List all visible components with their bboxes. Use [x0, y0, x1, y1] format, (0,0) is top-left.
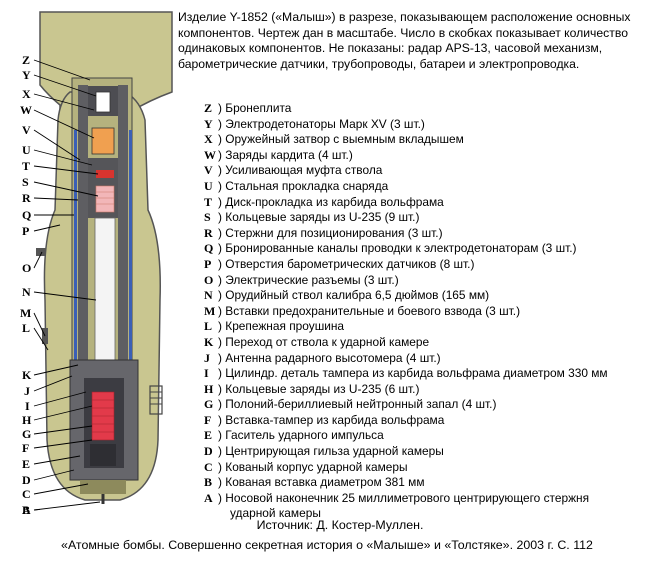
- side-label-e: E: [22, 457, 30, 471]
- side-label-x: X: [22, 87, 31, 101]
- left-steel-wall: [78, 85, 88, 405]
- legend-item-p: P) Отверстия барометрических датчиков (8…: [204, 256, 475, 271]
- legend-item-a-continuation: ударной камеры: [230, 506, 321, 521]
- legend-item-a: A) Носовой наконечник 25 миллиметрового …: [204, 491, 608, 522]
- side-label-r: R: [22, 191, 31, 205]
- u235-projectile-rings: [95, 185, 115, 213]
- nose-cap: [80, 480, 126, 494]
- side-label-y: Y: [22, 68, 31, 82]
- side-label-t: T: [22, 159, 30, 173]
- side-label-j: J: [24, 384, 30, 398]
- legend-item-y: Y) Электродетонаторы Марк XV (3 шт.): [204, 116, 425, 131]
- side-label-g: G: [22, 427, 31, 441]
- side-label-d: D: [22, 473, 31, 487]
- side-label-f: F: [22, 441, 29, 455]
- legend-item-e: E) Гаситель ударного импульса: [204, 428, 384, 443]
- component-legend: Z) Бронеплита Y) Электродетонаторы Марк …: [204, 101, 608, 522]
- legend-item-z: Z) Бронеплита: [204, 101, 292, 115]
- side-label-m: M: [20, 306, 31, 320]
- side-label-u: U: [22, 143, 31, 157]
- leader-lines: [33, 59, 101, 511]
- radar-antenna: [149, 385, 163, 415]
- legend-item-l: L) Крепежная проушина: [204, 319, 345, 334]
- side-label-a: A: [22, 503, 31, 517]
- side-label-h: H: [22, 413, 32, 427]
- side-label-z: Z: [22, 53, 30, 67]
- legend-item-c: C) Кованый корпус ударной камеры: [204, 459, 408, 474]
- legend-item-x: X) Оружейный затвор с выемным вкладышем: [204, 132, 464, 147]
- legend-item-r: R) Стержни для позиционирования (3 шт.): [204, 225, 443, 240]
- right-steel-wall: [118, 85, 128, 405]
- legend-item-u: U) Стальная прокладка снаряда: [204, 178, 389, 193]
- legend-item-d: D) Центрирующая гильза ударной камеры: [204, 444, 444, 459]
- side-label-a-layer: A: [22, 503, 40, 517]
- side-label-c: C: [22, 487, 31, 501]
- side-label-i: I: [25, 399, 30, 413]
- side-label-k: K: [22, 368, 32, 382]
- legend-item-g: G) Полоний-бериллиевый нейтронный запал …: [204, 397, 497, 412]
- steel-backing-disk: [96, 170, 114, 178]
- side-label-v: V: [22, 123, 31, 137]
- intro-text: Изделие Y-1852 («Малыш») в разрезе, пока…: [178, 10, 631, 71]
- detonator-slot: [95, 91, 111, 113]
- legend-item-k: K) Переход от ствола к ударной камере: [204, 334, 430, 349]
- gun-barrel: [94, 217, 116, 379]
- legend-item-h: H) Кольцевые заряды из U-235 (6 шт.): [204, 381, 420, 396]
- legend-item-b: B) Кованая вставка диаметром 381 мм: [204, 475, 425, 490]
- wiring-channel-right: [129, 130, 132, 400]
- side-label-n: N: [22, 285, 31, 299]
- wiring-channel-left: [74, 130, 77, 400]
- anvil-insert: [90, 444, 116, 466]
- legend-item-n: N) Орудийный ствол калибра 6,5 дюймов (1…: [204, 288, 490, 303]
- side-label-s: S: [22, 175, 29, 189]
- side-label-q: Q: [22, 208, 31, 222]
- legend-item-i: I) Цилиндр. деталь тампера из карбида во…: [204, 366, 608, 381]
- legend-item-q: Q) Бронированные каналы проводки к элект…: [204, 241, 577, 256]
- side-label-w: W: [20, 103, 32, 117]
- side-label-l: L: [22, 321, 30, 335]
- side-label-p: P: [22, 224, 29, 238]
- electrical-connector: [36, 248, 46, 256]
- bomb-cross-section-diagram: Z Y X W V U T S R Q P O N M L K J I H G …: [20, 11, 173, 517]
- legend-item-o: O) Электрические разъемы (3 шт.): [204, 272, 399, 287]
- cordite-charges: [91, 127, 115, 155]
- source-citation: «Атомные бомбы. Совершенно секретная ист…: [61, 538, 593, 552]
- legend-item-s: S) Кольцевые заряды из U-235 (9 шт.): [204, 210, 420, 225]
- legend-item-w: W) Заряды кардита (4 шт.): [204, 147, 353, 162]
- legend-item-t: T) Диск-прокладка из карбида вольфрама: [204, 194, 444, 209]
- legend-item-m: M) Вставки предохранительные и боевого в…: [204, 303, 521, 318]
- side-label-b: B: [22, 503, 30, 517]
- legend-item-f: F) Вставка-тампер из карбида вольфрама: [204, 412, 445, 427]
- legend-item-j: J) Антенна радарного высотомера (4 шт.): [204, 350, 441, 365]
- side-label-o: O: [22, 261, 31, 275]
- legend-item-v: V) Усиливающая муфта ствола: [204, 163, 383, 178]
- source-author: Источник: Д. Костер-Муллен.: [256, 518, 424, 532]
